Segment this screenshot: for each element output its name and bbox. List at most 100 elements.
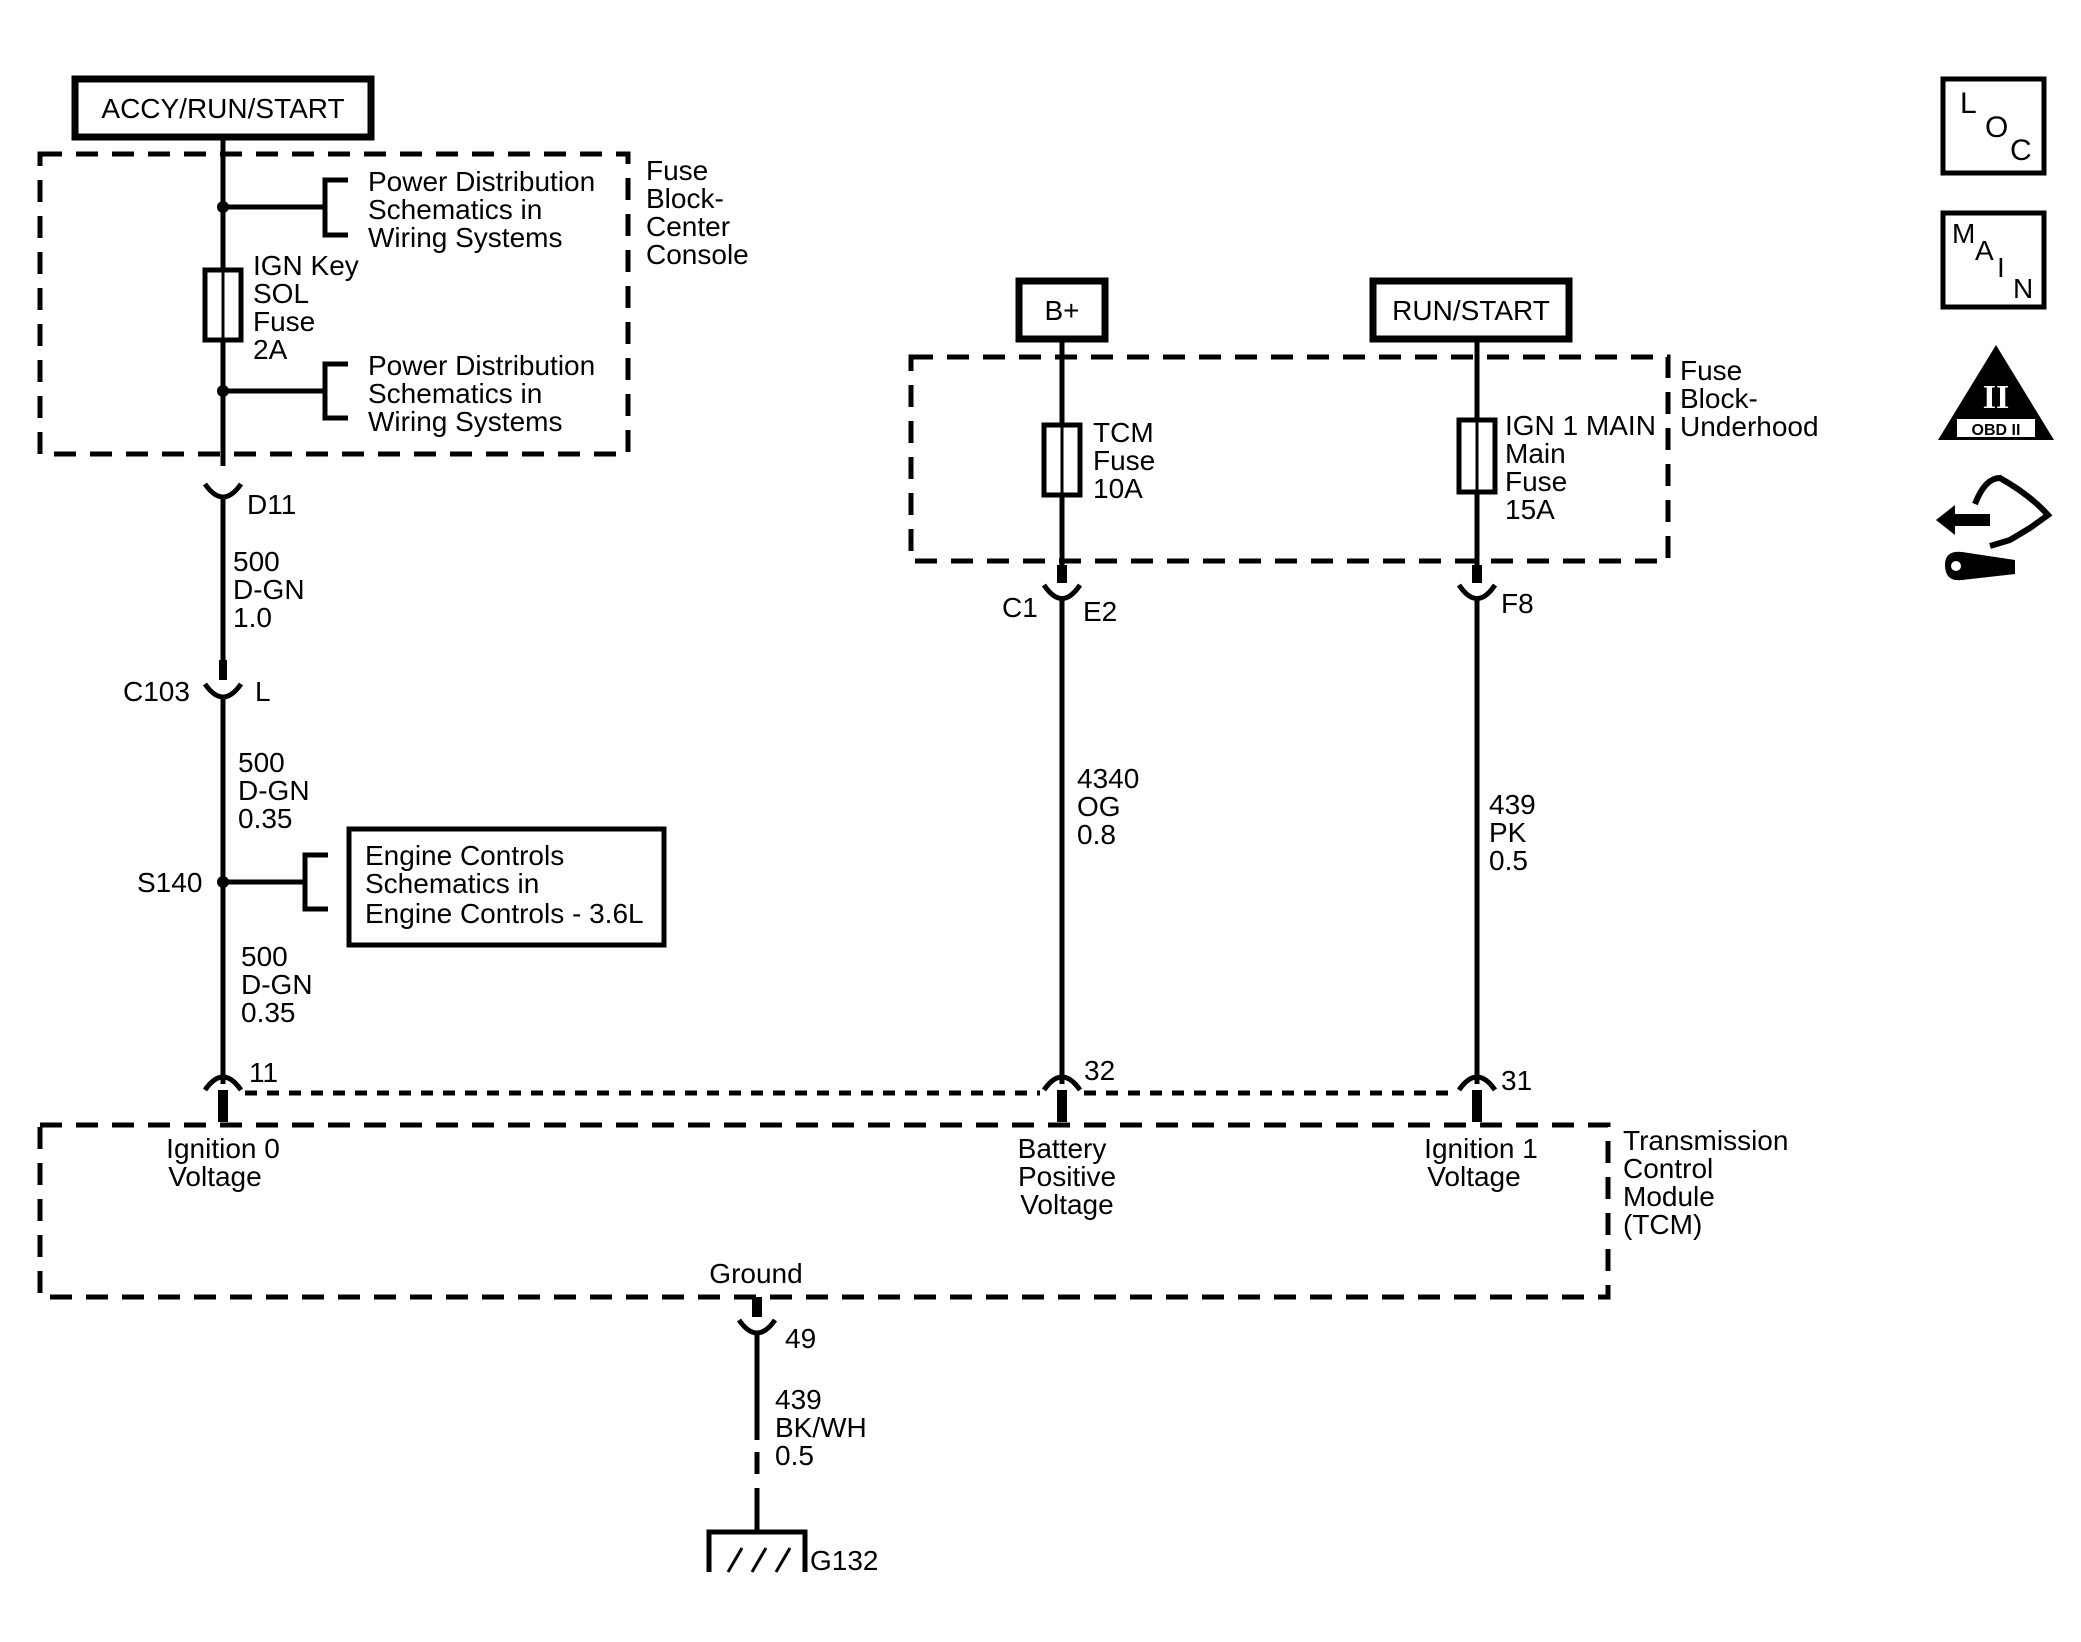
accy-run-start-source: ACCY/RUN/START [71,75,375,141]
svg-text:Voltage: Voltage [1020,1189,1113,1220]
svg-text:TCM: TCM [1093,417,1154,448]
wire-label-439-pk: 439 PK 0.5 [1489,789,1536,876]
ground-g132-label: G132 [810,1545,879,1576]
svg-text:(TCM): (TCM) [1623,1209,1702,1240]
b-plus-source: B+ [1015,277,1109,343]
svg-text:Module: Module [1623,1181,1715,1212]
svg-text:Fuse: Fuse [1093,445,1155,476]
svg-text:D-GN: D-GN [241,969,313,1000]
svg-text:500: 500 [233,546,280,577]
svg-text:L: L [1960,87,1977,120]
svg-text:BK/WH: BK/WH [775,1412,867,1443]
connector-pin-11 [202,1074,244,1092]
svg-text:Schematics in: Schematics in [368,378,542,409]
svg-text:Fuse: Fuse [253,306,315,337]
svg-text:Voltage: Voltage [168,1161,261,1192]
connector-c103 [202,682,244,700]
svg-text:439: 439 [775,1384,822,1415]
power-distribution-ref-bottom: Power Distribution Schematics in Wiring … [368,350,595,437]
fuse-block-center-console-boundary [37,151,631,457]
connector-c1-label: C1 [1002,592,1038,623]
pin-11-label: 11 [249,1057,278,1088]
svg-text:Ignition 1: Ignition 1 [1424,1133,1538,1164]
svg-text:Ignition 0: Ignition 0 [166,1133,280,1164]
svg-text:Fuse: Fuse [646,155,708,186]
ref-bracket [322,177,348,238]
pin-32-label: 32 [1084,1055,1115,1086]
svg-text:500: 500 [241,941,288,972]
svg-text:Main: Main [1505,438,1566,469]
tcm-ignition-0-voltage: Ignition 0 Voltage [166,1133,280,1192]
svg-text:C: C [2010,134,2032,167]
tcm-fuse-label: TCM Fuse 10A [1093,417,1155,504]
ref-bracket [322,361,348,421]
svg-text:D-GN: D-GN [233,574,305,605]
svg-text:II: II [1983,379,2009,416]
svg-text:439: 439 [1489,789,1536,820]
connector-pin-49 [736,1318,778,1336]
loc-icon[interactable]: L O C [1940,76,2047,176]
svg-text:Center: Center [646,211,730,242]
svg-text:Voltage: Voltage [1427,1161,1520,1192]
engine-controls-ref-label: Engine Controls Schematics in Engine Con… [365,840,644,929]
connector-tool-icon[interactable] [1936,474,2053,581]
connector-e2-label: E2 [1083,596,1117,627]
svg-text:Block-: Block- [1680,383,1758,414]
ign-key-sol-fuse-label: IGN Key SOL Fuse 2A [253,250,359,365]
svg-text:0.5: 0.5 [1489,845,1528,876]
wire-label-500-dgn-035-lower: 500 D-GN 0.35 [241,941,313,1028]
engine-controls-ref-box [346,826,667,948]
svg-text:0.5: 0.5 [775,1440,814,1471]
wire-label-500-dgn-1: 500 D-GN 1.0 [233,546,305,633]
svg-text:10A: 10A [1093,473,1143,504]
connector-d11-label: D11 [247,489,296,520]
wire-label-500-dgn-035-upper: 500 D-GN 0.35 [238,747,310,834]
fuse-block-underhood-label: Fuse Block- Underhood [1680,355,1819,442]
svg-text:Battery: Battery [1018,1133,1107,1164]
svg-text:Schematics in: Schematics in [368,194,542,225]
tcm-battery-positive-voltage: Battery Positive Voltage [1018,1133,1116,1220]
svg-text:I: I [1997,252,2005,283]
connector-pin-31 [1456,1074,1498,1092]
svg-text:Underhood: Underhood [1680,411,1819,442]
svg-text:OBD II: OBD II [1972,422,2021,439]
svg-text:Engine Controls - 3.6L: Engine Controls - 3.6L [365,898,644,929]
svg-text:Fuse: Fuse [1505,466,1567,497]
pin-31-label: 31 [1501,1065,1532,1096]
svg-text:D-GN: D-GN [238,775,310,806]
svg-text:Control: Control [1623,1153,1713,1184]
svg-text:Power Distribution: Power Distribution [368,350,595,381]
svg-text:Transmission: Transmission [1623,1125,1788,1156]
power-distribution-ref-top: Power Distribution Schematics in Wiring … [368,166,595,253]
svg-text:4340: 4340 [1077,763,1139,794]
connector-l-label: L [255,676,271,707]
obd-ii-icon[interactable]: II OBD II [1938,345,2054,440]
run-start-source: RUN/START [1369,277,1573,343]
accy-run-start-label: ACCY/RUN/START [101,93,344,124]
fuse-block-center-console-label: Fuse Block- Center Console [646,155,749,270]
svg-text:Wiring Systems: Wiring Systems [368,222,562,253]
svg-text:IGN 1 MAIN: IGN 1 MAIN [1505,410,1656,441]
svg-text:Fuse: Fuse [1680,355,1742,386]
b-plus-label: B+ [1044,295,1079,326]
main-icon[interactable]: M A I N [1940,210,2047,310]
tcm-ground-label: Ground [709,1258,802,1289]
svg-text:IGN Key: IGN Key [253,250,359,281]
connector-c1-e2 [1041,583,1083,601]
tcm-label: Transmission Control Module (TCM) [1623,1125,1788,1240]
svg-text:Engine Controls: Engine Controls [365,840,564,871]
run-start-label: RUN/START [1392,295,1550,326]
svg-text:1.0: 1.0 [233,602,272,633]
ign-1-main-fuse-label: IGN 1 MAIN Main Fuse 15A [1505,410,1656,525]
wire-label-439-bk-wh: 439 BK/WH 0.5 [775,1384,867,1471]
svg-text:2A: 2A [253,334,288,365]
ground-g132-symbol [706,1500,808,1573]
svg-text:Block-: Block- [646,183,724,214]
svg-text:0.35: 0.35 [241,997,296,1028]
connector-c103-label: C103 [123,676,190,707]
connector-f8 [1456,583,1498,601]
svg-text:500: 500 [238,747,285,778]
splice-s140-label: S140 [137,867,202,898]
svg-text:Positive: Positive [1018,1161,1116,1192]
svg-text:Wiring Systems: Wiring Systems [368,406,562,437]
